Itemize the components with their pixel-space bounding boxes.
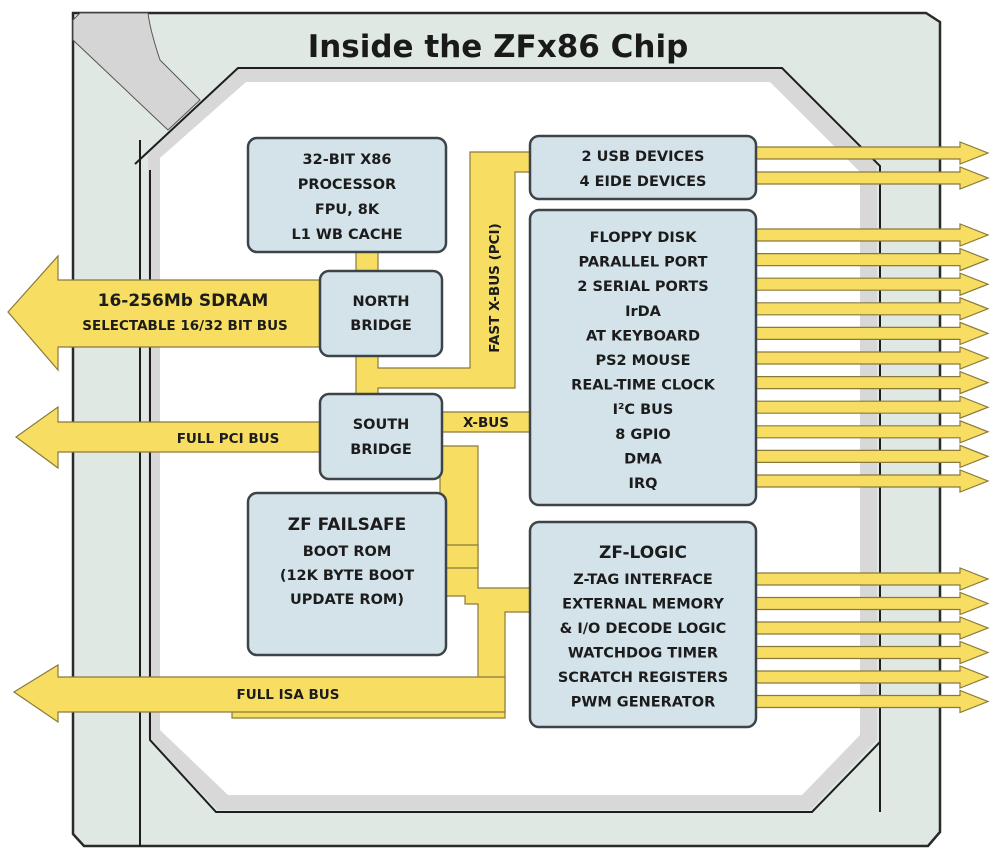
diagram-title: Inside the ZFx86 Chip (308, 29, 689, 65)
zf-logic-item: EXTERNAL MEMORY (562, 597, 724, 613)
peripheral-output-arrow (755, 272, 990, 297)
pci-bus-arrow[interactable] (14, 405, 321, 470)
pci-bus-label: FULL PCI BUS (177, 431, 280, 447)
zf-logic-output-arrow (755, 640, 990, 665)
zf-logic-item: & I/O DECODE LOGIC (560, 621, 727, 637)
usb-eide-line: 2 USB DEVICES (581, 149, 704, 165)
pin1-marker (72, 12, 201, 131)
peripheral-item: DMA (624, 451, 662, 467)
peripheral-item: 8 GPIO (615, 427, 670, 443)
peripheral-item: 2 SERIAL PORTS (577, 279, 708, 295)
zf-logic-output-arrow (755, 591, 990, 616)
cpu-block[interactable] (246, 136, 448, 254)
peripheral-output-arrow (755, 321, 990, 346)
cpu-line: PROCESSOR (298, 177, 396, 193)
peripheral-output-arrow (755, 370, 990, 395)
peripheral-item: PS2 MOUSE (595, 353, 690, 369)
north-bridge-line: BRIDGE (350, 318, 411, 334)
peripheral-output-arrow (755, 247, 990, 272)
zf-logic-output-arrow (755, 665, 990, 689)
zf-logic-list: Z-TAG INTERFACE EXTERNAL MEMORY & I/O DECO… (558, 572, 728, 711)
peripherals-list: FLOPPY DISK PARALLEL PORT 2 SERIAL PORTS Ir… (571, 230, 715, 492)
cpu-line: FPU, 8K (315, 202, 380, 218)
peripheral-item: PARALLEL PORT (579, 255, 708, 271)
xbus-label: X-BUS (463, 415, 509, 431)
peripheral-output-arrow (755, 223, 990, 247)
north-bridge-block[interactable] (318, 269, 444, 358)
peripheral-output-arrow (755, 395, 990, 420)
peripheral-output-arrow (755, 346, 990, 370)
peripheral-output-arrow (755, 444, 990, 469)
north-bridge-line: NORTH (352, 294, 409, 310)
peripheral-item: IrDA (625, 304, 662, 320)
failsafe-block[interactable] (246, 491, 448, 657)
sdram-label-2: SELECTABLE 16/32 BIT BUS (82, 318, 288, 334)
fast-xbus-label: FAST X-BUS (PCI) (487, 223, 503, 353)
usb-eide-line: 4 EIDE DEVICES (580, 174, 707, 190)
zf-logic-output-arrow (755, 689, 990, 714)
peripheral-output-arrow (755, 419, 990, 444)
peripheral-item: AT KEYBOARD (586, 328, 700, 344)
zf-logic-item: WATCHDOG TIMER (568, 646, 718, 662)
failsafe-line: UPDATE ROM) (290, 592, 404, 608)
zf-logic-heading: ZF-LOGIC (599, 543, 687, 563)
output-arrows (755, 141, 990, 714)
isa-bus-label: FULL ISA BUS (237, 687, 340, 703)
usb-eide-block[interactable] (528, 134, 758, 201)
usb-eide-output-arrow (755, 166, 990, 190)
peripheral-item: FLOPPY DISK (590, 230, 698, 246)
usb-eide-output-arrow (755, 141, 990, 165)
zf-logic-item: Z-TAG INTERFACE (573, 572, 713, 588)
bus-layer (7, 151, 531, 724)
south-bridge-line: SOUTH (353, 417, 410, 433)
failsafe-line: BOOT ROM (303, 544, 392, 560)
peripherals-block[interactable] (528, 208, 758, 507)
cpu-northbridge-bus (355, 251, 379, 273)
peripheral-output-arrow (755, 469, 990, 493)
south-lower-bus (231, 445, 531, 719)
zf-logic-item: SCRATCH REGISTERS (558, 670, 728, 686)
cpu-line: 32-BIT X86 (303, 152, 392, 168)
sdram-bus-arrow[interactable] (7, 254, 321, 372)
south-bridge-block[interactable] (318, 392, 444, 481)
zf-logic-output-arrow (755, 616, 990, 640)
peripheral-item: REAL-TIME CLOCK (571, 378, 715, 394)
sdram-label-1: 16-256Mb SDRAM (98, 291, 269, 311)
zf-logic-block[interactable] (528, 520, 758, 729)
peripheral-item: I²C BUS (613, 402, 674, 418)
zf-logic-item: PWM GENERATOR (571, 695, 716, 711)
failsafe-heading: ZF FAILSAFE (288, 515, 406, 535)
peripheral-item: IRQ (629, 476, 658, 492)
failsafe-line: (12K BYTE BOOT (280, 568, 414, 584)
cpu-line: L1 WB CACHE (291, 227, 402, 243)
south-bridge-line: BRIDGE (350, 442, 411, 458)
isa-bus-arrow[interactable] (12, 663, 506, 724)
peripheral-output-arrow (755, 296, 990, 321)
zf-logic-output-arrow (755, 567, 990, 591)
